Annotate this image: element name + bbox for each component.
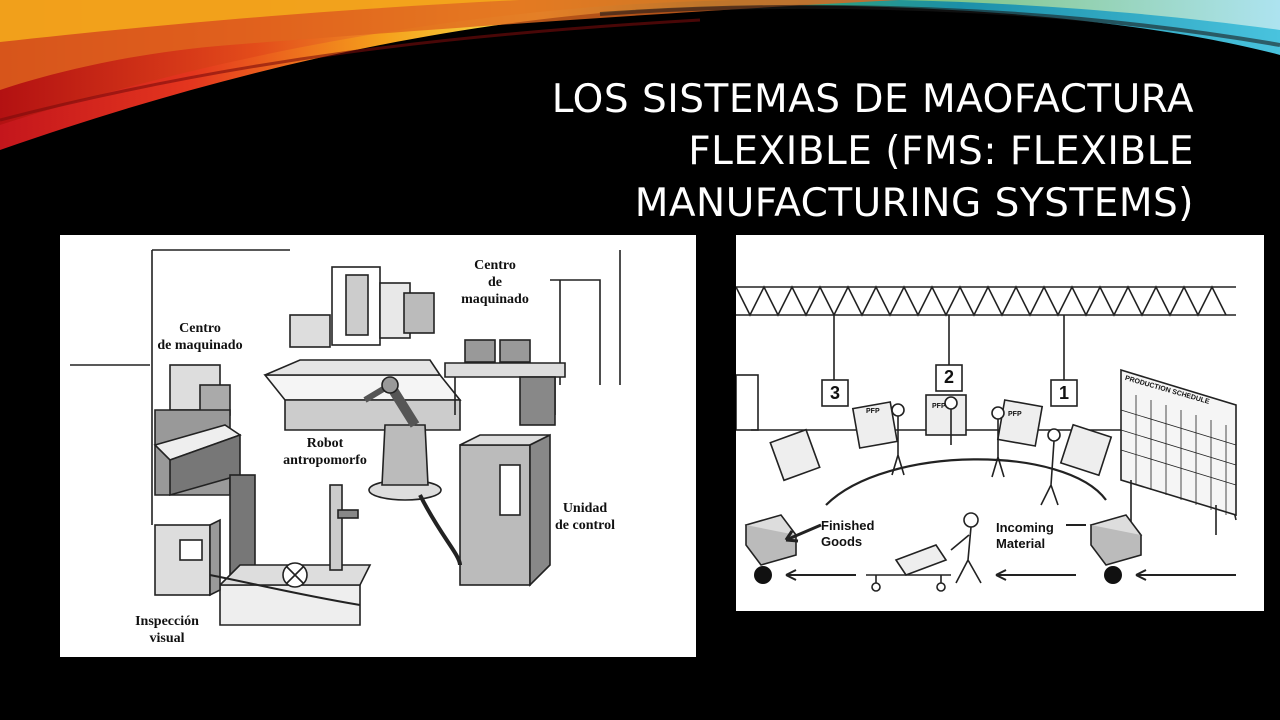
fms-cell-illustration: Centro de maquinado Centro de maquinado … [60,235,696,657]
label-finished-goods: Finished Goods [821,518,875,549]
label-centro-maquinado-left: Centro de maquinado [157,321,243,353]
label-inspeccion-visual: Inspección visual [135,614,199,646]
fms-workflow-drawing [736,285,1237,592]
label-unidad-control: Unidad de control [554,501,615,533]
label-robot-antropomorfo: Robot antropomorfo [283,436,367,468]
fms-cell-drawing [70,249,621,626]
station-number-1: 1 [1059,383,1070,403]
station-number-3: 3 [830,383,841,403]
title-line-2: FLEXIBLE (FMS: FLEXIBLE [688,129,1194,174]
title-line-3: MANUFACTURING SYSTEMS) [634,181,1194,226]
decorative-swoosh [0,0,1280,150]
terminal-tag-3: PFP [866,408,880,415]
title-line-1: LOS SISTEMAS DE MAOFACTURA [551,77,1194,122]
station-number-2: 2 [944,367,955,387]
slide-title: LOS SISTEMAS DE MAOFACTURA FLEXIBLE (FMS… [374,74,1194,230]
fms-workflow-illustration: 3 2 1 PRODUCTION SCHEDULE PFP PFP PFP Fi… [736,235,1264,611]
terminal-tag-2: PFP [932,403,946,410]
label-incoming-material: Incoming Material [996,520,1054,551]
terminal-tag-1: PFP [1008,411,1022,418]
label-centro-maquinado-top: Centro de maquinado [461,258,529,307]
